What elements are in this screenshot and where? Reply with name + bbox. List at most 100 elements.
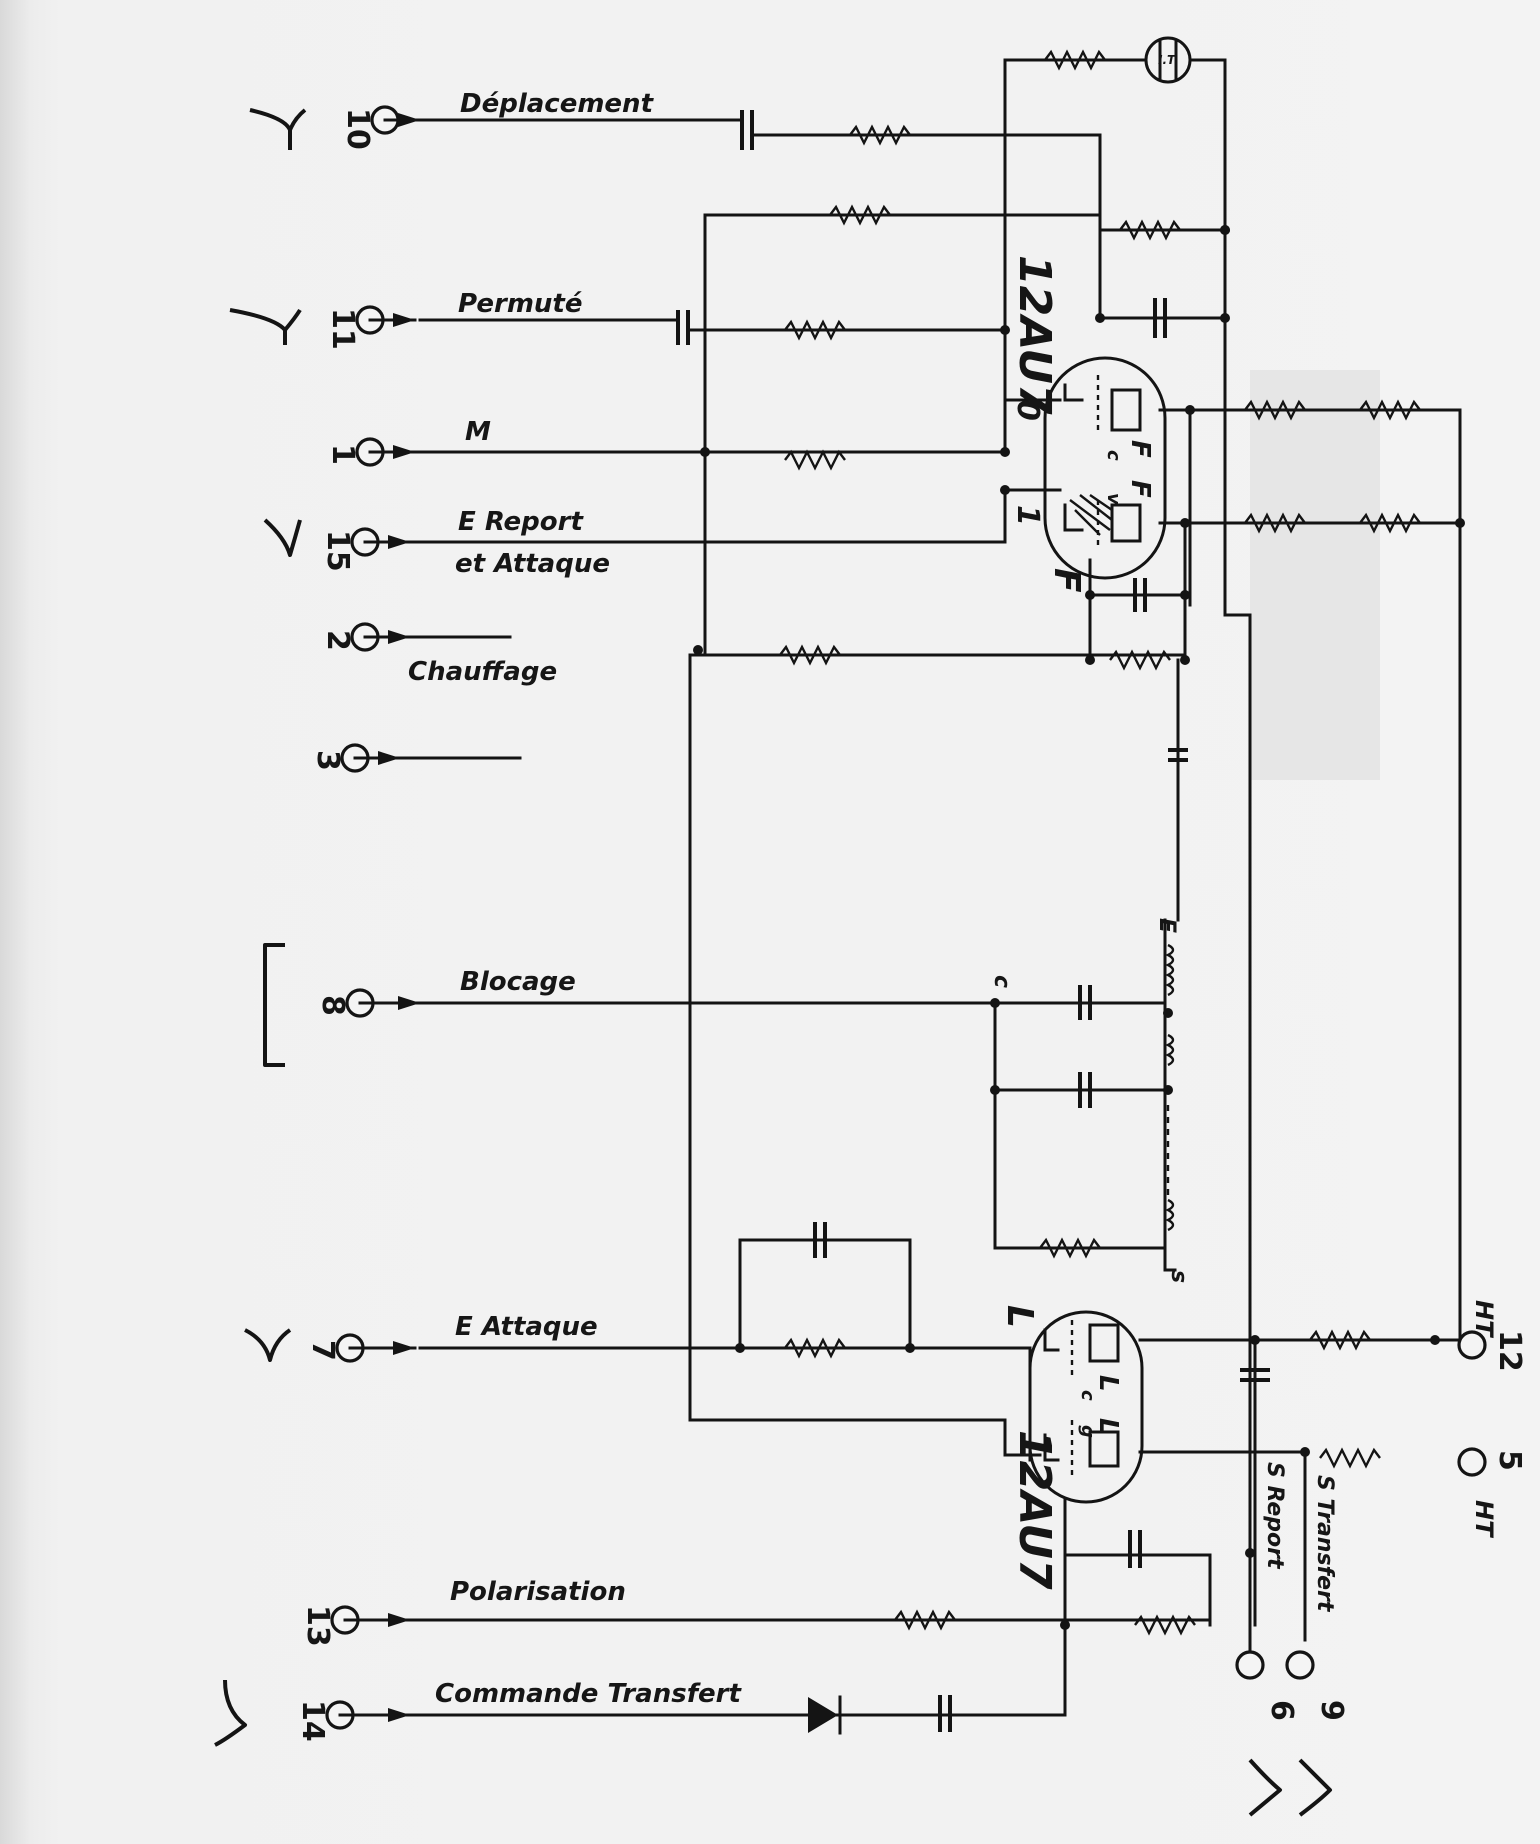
num-2: 2 bbox=[320, 630, 355, 651]
capacitor-blocage-a bbox=[1078, 985, 1092, 1020]
resistor-ht-a bbox=[1244, 399, 1306, 421]
tube-f bbox=[1043, 356, 1167, 580]
tube-l-electrode-l2: L bbox=[1093, 1418, 1123, 1435]
tube-l-electrode-c: c bbox=[1077, 1390, 1098, 1401]
label-chauffage: Chauffage bbox=[408, 657, 557, 687]
coil-2 bbox=[1165, 1033, 1175, 1067]
resistor-it bbox=[1044, 49, 1106, 71]
capacitor-l-cathode bbox=[1128, 1530, 1142, 1568]
tube-f-shading bbox=[1069, 494, 1113, 536]
label-commande-transfert: Commande Transfert bbox=[435, 1679, 742, 1709]
tube-f-electrode-f1: F bbox=[1125, 440, 1155, 458]
label-s-report: S Report bbox=[1262, 1462, 1287, 1570]
resistor-polarisation bbox=[894, 1609, 956, 1631]
resistor-m bbox=[784, 449, 846, 471]
coil-3 bbox=[1165, 1198, 1175, 1232]
resistor-deplacement bbox=[849, 124, 911, 146]
pulse-15-icon bbox=[263, 518, 302, 557]
tube-l-cathode-1 bbox=[1043, 1328, 1060, 1352]
delay-label-s: s bbox=[1166, 1270, 1191, 1283]
terminal-5 bbox=[1457, 1447, 1487, 1477]
resistor-ht-c bbox=[1244, 512, 1306, 534]
it-label: I.T bbox=[1158, 53, 1176, 67]
num-3: 3 bbox=[310, 750, 345, 771]
resistor-attaque bbox=[784, 1337, 846, 1359]
pulse-10-icon bbox=[249, 108, 307, 150]
terminals bbox=[325, 105, 1487, 1730]
delay-label-e: E bbox=[1154, 918, 1179, 933]
tube-f-cathode-2 bbox=[1063, 503, 1084, 532]
tube-f-cathode-1 bbox=[1063, 383, 1084, 402]
num-6: 6 bbox=[1264, 1700, 1299, 1721]
delay-line bbox=[1163, 943, 1175, 1232]
label-m: M bbox=[465, 417, 491, 447]
label-permute: Permuté bbox=[458, 289, 582, 319]
gate-8-icon bbox=[263, 943, 285, 1067]
label-et-attaque: et Attaque bbox=[455, 549, 610, 579]
num-14: 14 bbox=[295, 1700, 330, 1742]
tube-l-name: L bbox=[999, 1305, 1040, 1328]
num-13: 13 bbox=[300, 1605, 335, 1647]
label-e-attaque: E Attaque bbox=[455, 1312, 598, 1342]
num-8: 8 bbox=[315, 995, 350, 1016]
tube-f-type: 12AU7 bbox=[1009, 255, 1060, 415]
coil-1 bbox=[1165, 943, 1175, 997]
resistor-delay-term bbox=[1039, 1237, 1101, 1259]
tube-l-electrode-l1: L bbox=[1093, 1375, 1123, 1392]
tube-f-grid-1-label: 1 bbox=[1010, 505, 1045, 526]
tube-l-plate-1 bbox=[1088, 1323, 1120, 1363]
label-blocage: Blocage bbox=[460, 967, 576, 997]
waveform-symbols bbox=[214, 108, 1332, 1817]
junctions bbox=[693, 225, 1465, 1630]
resistor-ht5 bbox=[1319, 1447, 1381, 1469]
tube-f-plate-1 bbox=[1110, 388, 1142, 432]
input-arrows bbox=[338, 113, 422, 1722]
num-11: 11 bbox=[325, 308, 360, 350]
num-15: 15 bbox=[320, 530, 355, 572]
tube-l bbox=[1028, 1310, 1144, 1504]
num-10: 10 bbox=[340, 108, 375, 150]
capacitors bbox=[676, 110, 1270, 1732]
pulse-6-icon bbox=[1248, 1758, 1282, 1817]
capacitor-deplacement bbox=[740, 110, 754, 150]
terminal-12 bbox=[1457, 1330, 1487, 1360]
tube-l-type: 12AU7 bbox=[1009, 1430, 1060, 1590]
num-7: 7 bbox=[305, 1340, 340, 1361]
capacitor-coupling-f bbox=[1168, 748, 1188, 762]
num-5: 5 bbox=[1492, 1450, 1527, 1471]
resistor-permute bbox=[784, 319, 846, 341]
delay-label-c: c bbox=[989, 975, 1014, 988]
tube-l-envelope bbox=[1028, 1310, 1144, 1504]
tube-l-cathode-2 bbox=[1043, 1433, 1060, 1462]
tube-f-grid-0: 0 bbox=[1010, 400, 1045, 421]
tube-f-envelope bbox=[1043, 356, 1167, 580]
capacitor-blocage-b bbox=[1078, 1072, 1092, 1108]
labels: 10 11 1 15 2 3 8 7 13 14 Déplacement Per… bbox=[295, 53, 1527, 1742]
tube-f-electrode-c: c bbox=[1103, 450, 1124, 461]
pulse-11-icon bbox=[229, 308, 302, 345]
capacitor-f-plate bbox=[1153, 298, 1167, 338]
label-polarisation: Polarisation bbox=[450, 1577, 626, 1607]
label-ht12: HT bbox=[1470, 1300, 1498, 1338]
it-component bbox=[1144, 36, 1192, 84]
resistor-ht-b bbox=[1359, 399, 1421, 421]
capacitor-transfert bbox=[938, 1695, 952, 1732]
pulse-9-icon bbox=[1298, 1758, 1332, 1817]
tube-f-electrode-f2: F bbox=[1125, 480, 1155, 498]
pulse-14-icon bbox=[214, 1679, 247, 1747]
num-9: 9 bbox=[1314, 1700, 1349, 1721]
tube-f-name: F bbox=[1046, 568, 1087, 593]
capacitor-l-plate bbox=[1240, 1368, 1270, 1382]
terminal-6 bbox=[1235, 1650, 1265, 1680]
background-shadow bbox=[1250, 370, 1380, 780]
capacitor-permute bbox=[676, 310, 690, 345]
resistor-ht12 bbox=[1309, 1329, 1371, 1351]
num-12: 12 bbox=[1492, 1330, 1527, 1372]
resistor-chauffage bbox=[779, 644, 841, 666]
tube-l-plate-2 bbox=[1088, 1430, 1120, 1468]
resistor-plate-f1 bbox=[1119, 219, 1181, 241]
label-e-report: E Report bbox=[458, 507, 584, 537]
resistor-feedback bbox=[829, 204, 891, 226]
